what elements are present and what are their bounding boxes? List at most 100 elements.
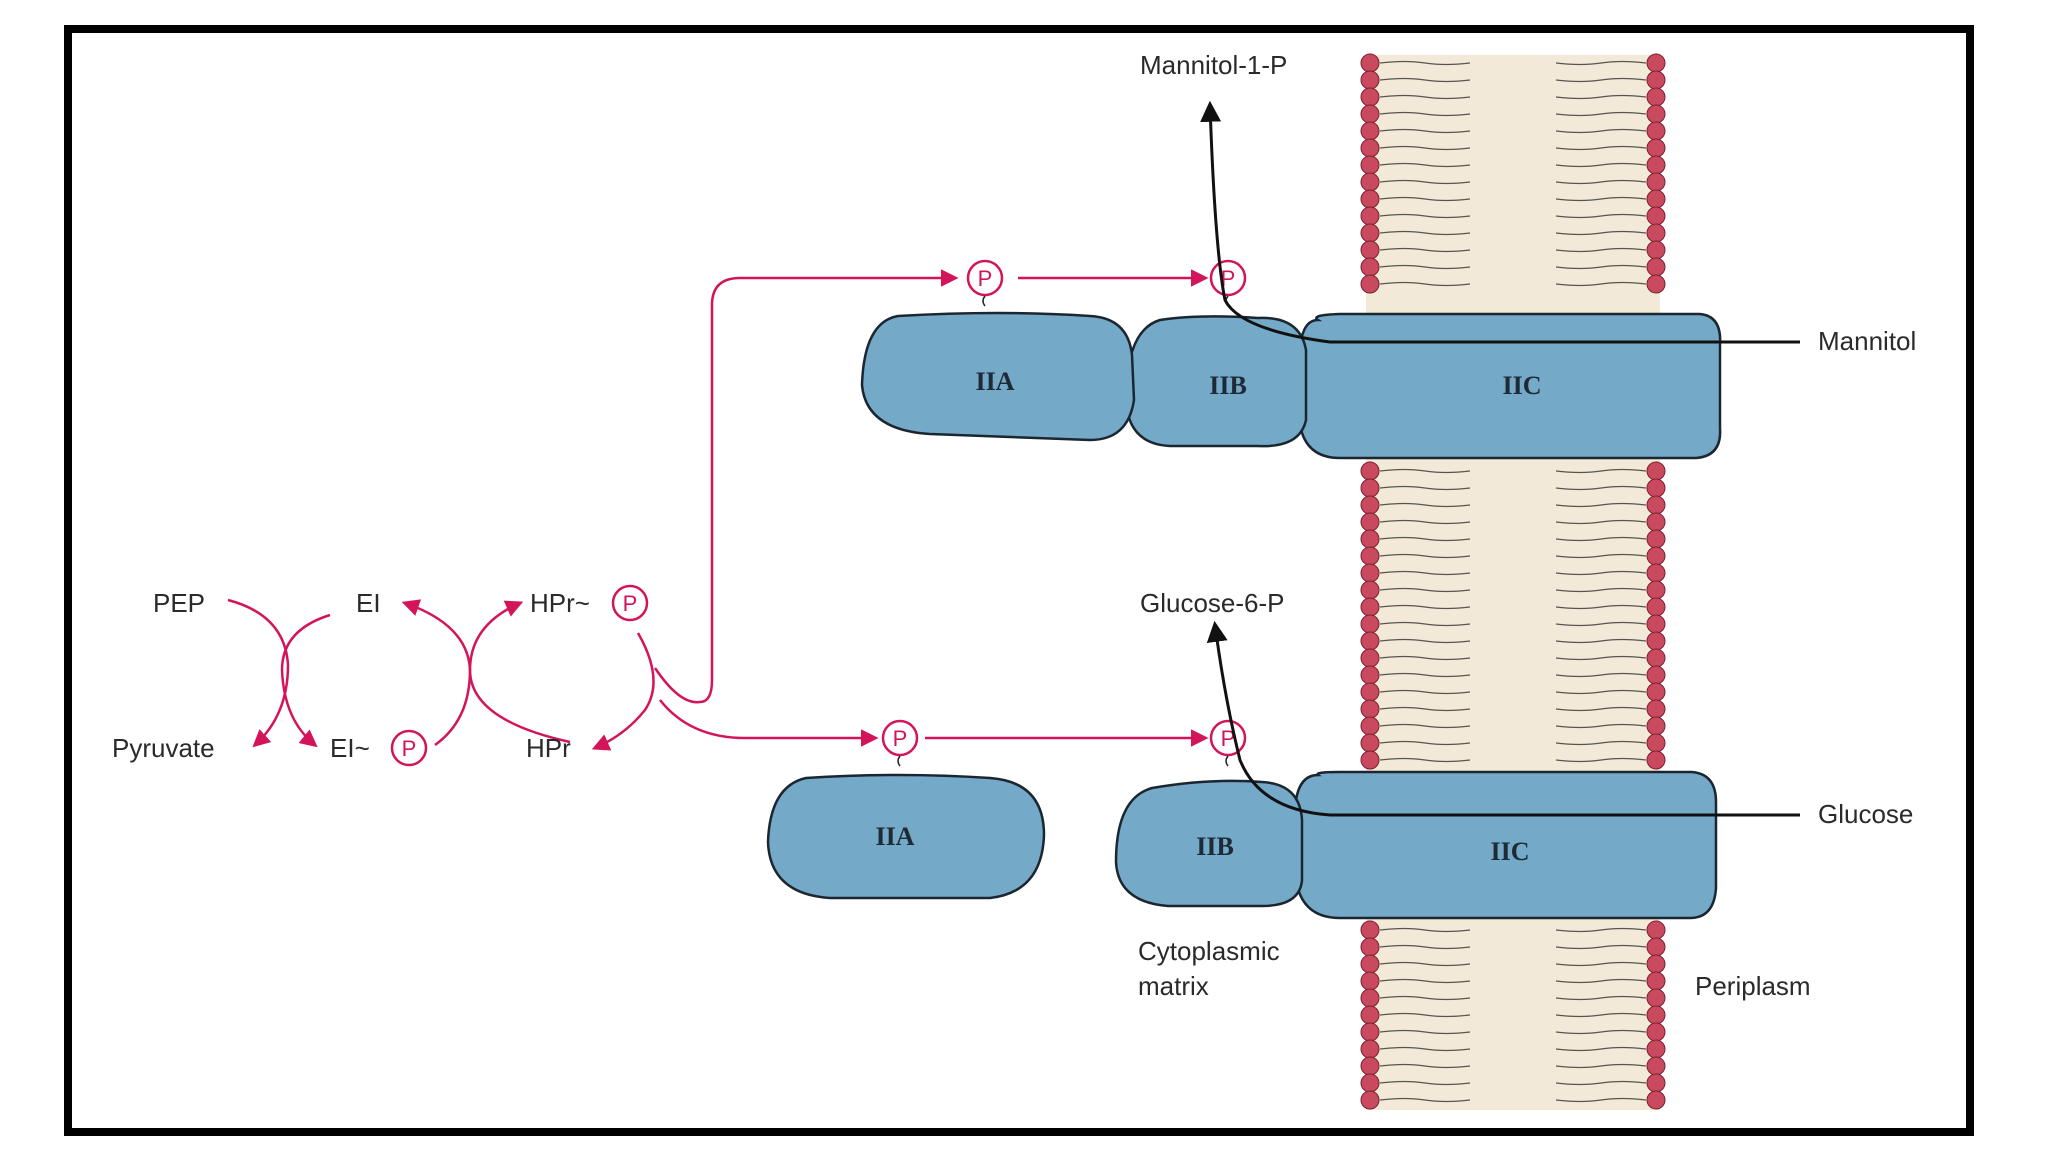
lipid-tail (1379, 128, 1471, 134)
phosphoryl-transfer-arrows (227, 269, 1209, 751)
lipid-tail (1555, 77, 1647, 83)
lipid-tail (1555, 230, 1647, 236)
lipid-head-inner (1360, 206, 1380, 226)
lipid-tail (1555, 1080, 1647, 1086)
lipid-head-inner (1360, 631, 1380, 651)
lipid-tail (1379, 638, 1471, 644)
lipid-tail (1379, 944, 1471, 950)
lipid-tail (1379, 1046, 1471, 1052)
lipid-head-inner (1360, 53, 1380, 73)
lipid-head-outer (1646, 920, 1666, 940)
glucose-label: Glucose (1818, 799, 1913, 829)
ei-phosphate: P (402, 736, 417, 761)
glucose-iib-label: IIB (1196, 832, 1234, 861)
hpr-phosphate: P (623, 591, 638, 616)
to-mannitol-iia-arrow (653, 269, 959, 704)
lipid-head-outer (1646, 614, 1666, 634)
pyruvate-label: Pyruvate (112, 733, 215, 763)
mannitol-iib-phosphate: P (1221, 266, 1236, 291)
lipid-head-inner (1360, 699, 1380, 719)
lipid-tail (1555, 740, 1647, 746)
ei-phospho-label: EI~ (330, 733, 370, 763)
lipid-tail (1379, 1080, 1471, 1086)
mannitol-iia-label: IIA (975, 367, 1014, 396)
lipid-tail (1555, 60, 1647, 66)
lipid-head-outer (1646, 563, 1666, 583)
lipid-tail (1555, 587, 1647, 593)
lipid-tail (1379, 162, 1471, 168)
glucose-iia-label: IIA (875, 822, 914, 851)
mannitol-iia-phosphate: P (978, 266, 993, 291)
substrate-arrows (1200, 100, 1800, 817)
ei-label: EI (356, 588, 381, 618)
lipid-tail (1555, 1097, 1647, 1103)
lipid-head-inner (1360, 240, 1380, 260)
lipid-tail (1379, 179, 1471, 185)
lipid-tail (1379, 247, 1471, 253)
lipid-tail (1555, 689, 1647, 695)
lipid-tail (1555, 281, 1647, 287)
lipid-head-outer (1646, 529, 1666, 549)
glucose-iic-label: IIC (1490, 837, 1529, 866)
lipid-tail (1555, 944, 1647, 950)
lipid-head-outer (1646, 597, 1666, 617)
lipid-head-inner (1360, 104, 1380, 124)
lipid-head-outer (1646, 1022, 1666, 1042)
lipid-tail (1555, 502, 1647, 508)
lipid-head-outer (1646, 240, 1666, 260)
lipid-head-outer (1646, 733, 1666, 753)
lipid-tail (1555, 485, 1647, 491)
lipid-head-outer (1646, 1039, 1666, 1059)
periplasm-label: Periplasm (1695, 971, 1811, 1001)
lipid-tail (1555, 757, 1647, 763)
lipid-head-inner (1360, 257, 1380, 277)
lipid-tail (1379, 927, 1471, 933)
lipid-tail (1379, 230, 1471, 236)
lipid-tail (1555, 1046, 1647, 1052)
lipid-tail (1555, 621, 1647, 627)
lipid-tail (1379, 655, 1471, 661)
lipid-head-outer (1646, 546, 1666, 566)
mannitol-path-arrow (1200, 100, 1800, 344)
pep-to-pyruvate-arrow (227, 598, 290, 748)
lipid-tail (1555, 553, 1647, 559)
lipid-head-inner (1360, 733, 1380, 753)
lipid-tail (1555, 1012, 1647, 1018)
lipid-tail (1555, 604, 1647, 610)
lipid-tail (1379, 94, 1471, 100)
pep-label: PEP (153, 588, 205, 618)
lipid-head-inner (1360, 563, 1380, 583)
lipid-head-outer (1646, 954, 1666, 974)
lipid-head-outer (1646, 495, 1666, 515)
lipid-tail (1555, 162, 1647, 168)
lipid-head-outer (1646, 750, 1666, 770)
glucose-iib-phosphate: P (1221, 726, 1236, 751)
lipid-tail (1379, 672, 1471, 678)
lipid-head-outer (1646, 648, 1666, 668)
protein-phosphates: P P P P (881, 259, 1247, 767)
lipid-head-inner (1360, 597, 1380, 617)
lipid-head-outer (1646, 189, 1666, 209)
lipid-head-inner (1360, 716, 1380, 736)
lipid-head-outer (1646, 206, 1666, 226)
membrane (1360, 53, 1666, 1110)
hpr-cycle-arrow-up (468, 600, 571, 744)
lipid-head-inner (1360, 614, 1380, 634)
lipid-head-outer (1646, 257, 1666, 277)
lipid-head-outer (1646, 1090, 1666, 1110)
lipid-head-inner (1360, 1073, 1380, 1093)
lipid-tail (1379, 145, 1471, 151)
lipid-head-inner (1360, 665, 1380, 685)
ei-cycle-arrow-up (401, 599, 472, 747)
mannitol-1-p-label: Mannitol-1-P (1140, 50, 1287, 80)
lipid-head-inner (1360, 461, 1380, 481)
lipid-tail (1379, 978, 1471, 984)
lipid-head-outer (1646, 1073, 1666, 1093)
hpr-label: HPr (526, 733, 571, 763)
mannitol-iia (860, 311, 1136, 442)
lipid-head-inner (1360, 138, 1380, 158)
lipid-head-inner (1360, 546, 1380, 566)
lipid-tail (1379, 536, 1471, 542)
lipid-head-outer (1646, 223, 1666, 243)
lipid-tail (1555, 706, 1647, 712)
